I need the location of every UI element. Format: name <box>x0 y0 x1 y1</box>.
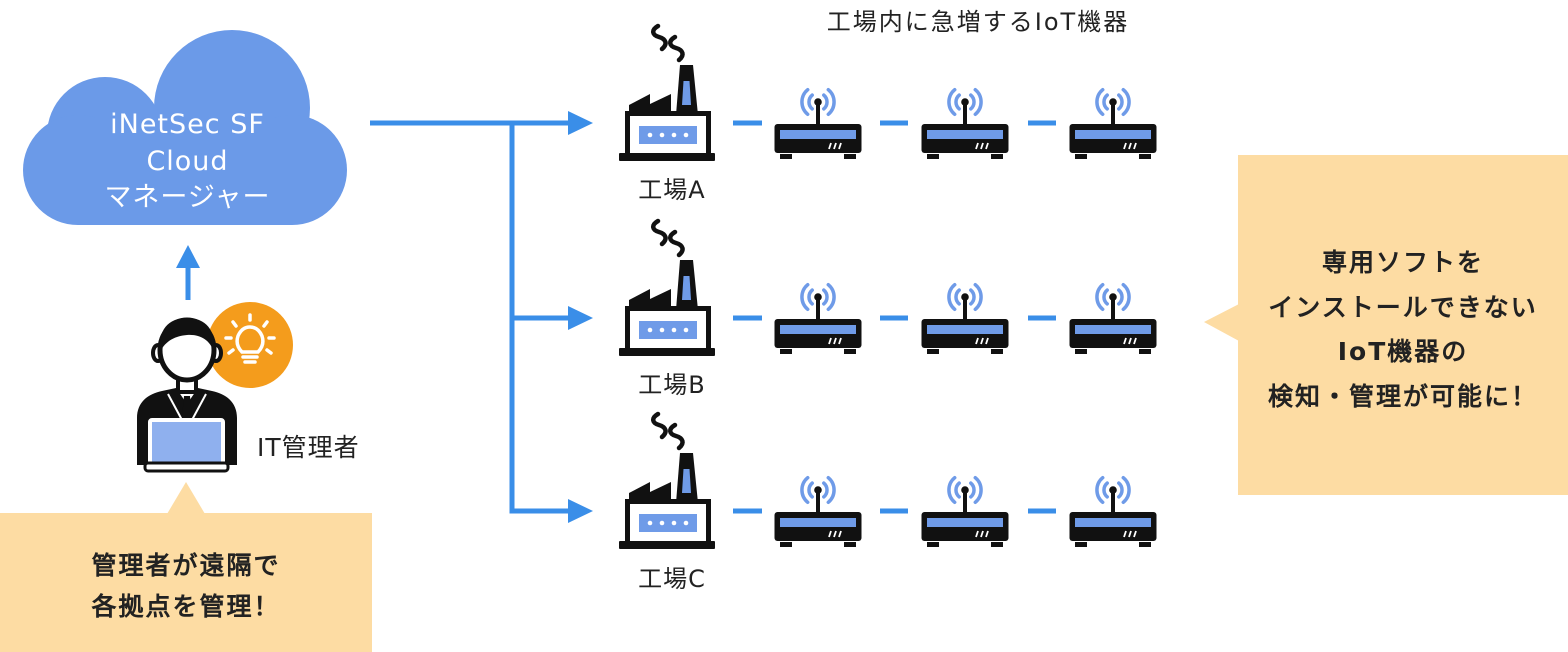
result-callout-text: 専用ソフトを インストールできない IoT機器の 検知・管理が可能に！ <box>1238 241 1568 419</box>
router-icon <box>1067 475 1159 549</box>
person-tie <box>182 396 192 424</box>
callout-line: 専用ソフトを <box>1321 248 1484 277</box>
callout-line: 管理者が遠隔で <box>91 551 281 580</box>
callout-pointer <box>167 482 205 514</box>
admin-label: IT管理者 <box>257 433 360 462</box>
callout-line: インストールできない <box>1268 292 1538 322</box>
suit-lapel <box>191 393 207 421</box>
factory-label: 工場C <box>638 565 706 593</box>
devices-title: 工場内に急増するIoT機器 <box>826 8 1130 36</box>
factory-label: 工場B <box>638 371 706 399</box>
router-icon <box>772 87 864 161</box>
admin-callout <box>0 482 372 652</box>
lightbulb-icon <box>224 313 276 364</box>
router-icon <box>919 475 1011 549</box>
router-icon <box>772 282 864 356</box>
result-callout <box>1204 155 1568 495</box>
router-icon <box>772 475 864 549</box>
bulb-ray <box>262 320 269 328</box>
callout-box <box>0 513 372 652</box>
laptop-icon <box>143 418 230 473</box>
router-icon <box>1067 282 1159 356</box>
laptop-screen <box>148 418 225 466</box>
router-icon <box>1067 87 1159 161</box>
bulb-ray <box>231 320 238 328</box>
cloud-label-line: iNetSec SF <box>110 109 265 140</box>
callout-line: IoT機器の <box>1337 337 1469 366</box>
laptop-base <box>143 461 230 473</box>
cloud-label: iNetSec SF Cloud マネージャー <box>25 107 350 217</box>
cloud-icon <box>23 30 347 225</box>
badge-circle <box>207 302 293 388</box>
connector-line <box>509 123 570 514</box>
factory-icon <box>619 414 715 549</box>
cloud-label-line: マネージャー <box>104 182 271 213</box>
factory-row <box>619 414 1159 549</box>
callout-box <box>1238 155 1568 495</box>
factory-icon <box>619 221 715 356</box>
it-admin-icon <box>137 302 293 473</box>
arrow-head <box>568 499 593 523</box>
bulb-ray <box>265 348 273 355</box>
factory-row <box>619 221 1159 356</box>
arrow-head <box>568 111 593 135</box>
router-icon <box>919 87 1011 161</box>
callout-line: 検知・管理が可能に！ <box>1267 381 1538 411</box>
distribution-connector <box>370 120 570 514</box>
upload-arrow <box>176 245 200 300</box>
arrow-head <box>176 245 200 268</box>
bulb-glass <box>235 325 265 354</box>
factory-label: 工場A <box>638 176 706 204</box>
admin-callout-text: 管理者が遠隔で 各拠点を管理！ <box>0 545 372 627</box>
person-hair <box>159 318 215 352</box>
router-icon <box>919 282 1011 356</box>
callout-pointer <box>1204 304 1239 341</box>
cloud-label-line: Cloud <box>146 145 229 177</box>
arrow-head <box>568 306 593 330</box>
callout-line: 各拠点を管理！ <box>91 592 281 621</box>
cloud-shape <box>78 118 292 225</box>
factory-row <box>619 26 1159 161</box>
bulb-ray <box>227 348 235 355</box>
suit-lapel <box>167 393 183 421</box>
factory-icon <box>619 26 715 161</box>
